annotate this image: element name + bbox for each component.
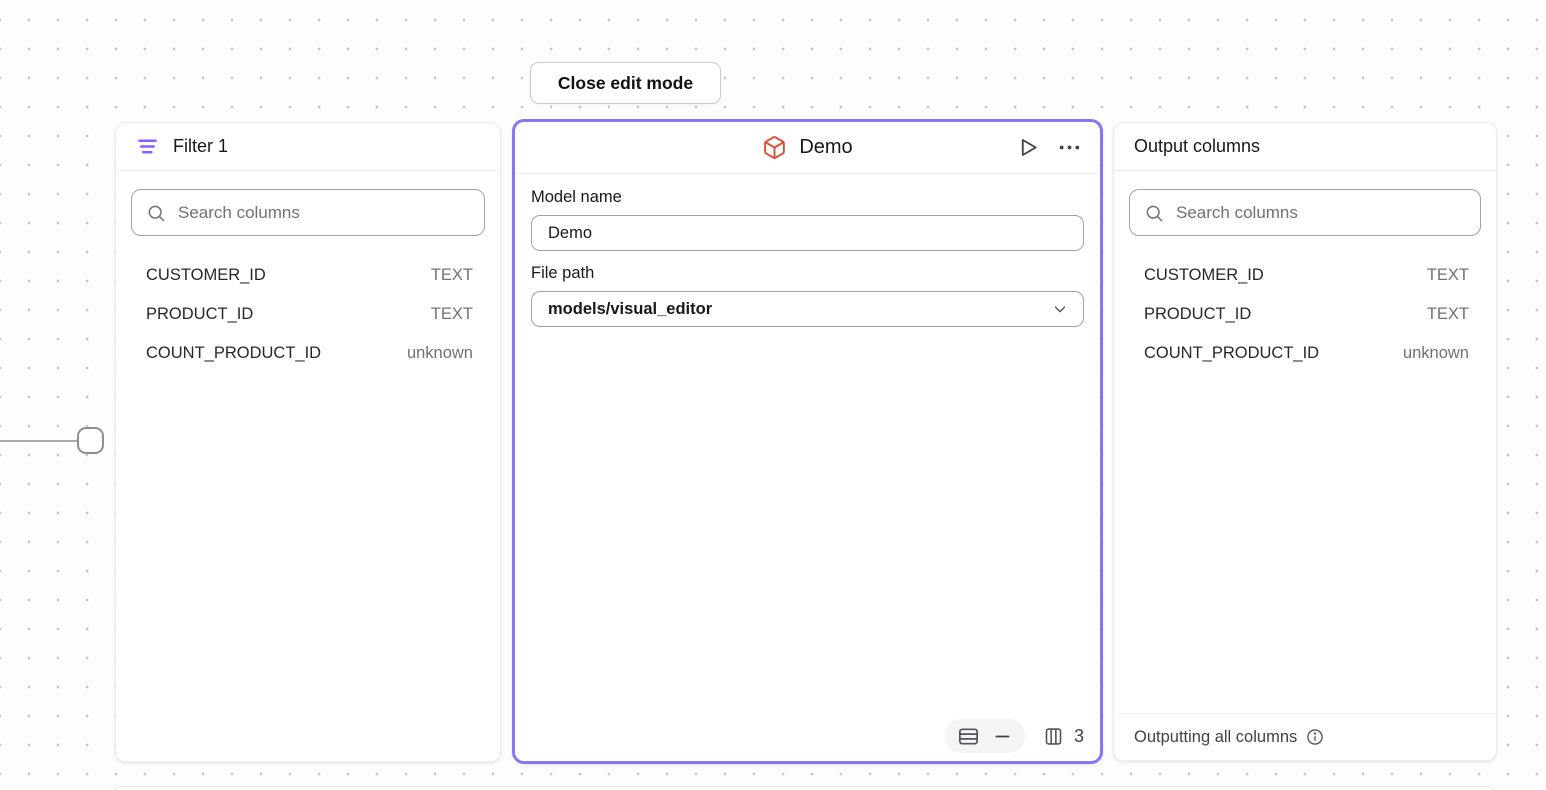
output-search-box[interactable] [1129, 189, 1481, 236]
output-footer-text: Outputting all columns [1134, 727, 1298, 746]
model-panel-footer: 3 [944, 719, 1084, 753]
column-row[interactable]: CUSTOMER_ID TEXT [116, 256, 500, 295]
model-name-input[interactable] [531, 215, 1084, 251]
chevron-down-icon [1051, 300, 1069, 318]
ellipsis-icon[interactable] [1057, 135, 1082, 160]
filter-column-list: CUSTOMER_ID TEXT PRODUCT_ID TEXT COUNT_P… [116, 256, 500, 373]
column-row[interactable]: PRODUCT_ID TEXT [116, 295, 500, 334]
column-type: unknown [1402, 344, 1469, 362]
filter-search-box[interactable] [131, 189, 485, 236]
model-panel-title: Demo [799, 136, 853, 158]
search-icon [146, 203, 166, 223]
results-panel-edge [112, 786, 1497, 790]
column-name: COUNT_PRODUCT_ID [146, 344, 322, 362]
filter-panel-title: Filter 1 [173, 136, 229, 156]
column-row[interactable]: PRODUCT_ID TEXT [1114, 295, 1496, 334]
search-icon [1144, 203, 1164, 223]
output-columns-panel[interactable]: Output columns CUSTOMER_ID TEXT PRODUCT_… [1113, 122, 1497, 761]
column-name: CUSTOMER_ID [1144, 266, 1264, 284]
file-path-value: models/visual_editor [548, 299, 713, 318]
output-column-list: CUSTOMER_ID TEXT PRODUCT_ID TEXT COUNT_P… [1114, 256, 1496, 373]
output-panel-footer: Outputting all columns [1114, 713, 1496, 760]
output-search-input[interactable] [1176, 202, 1466, 223]
column-type: TEXT [430, 266, 473, 284]
model-node-panel[interactable]: Demo Model name File path models/visual_… [512, 119, 1103, 764]
connector-edge [0, 440, 79, 442]
info-icon[interactable] [1305, 727, 1325, 747]
play-icon[interactable] [1016, 135, 1041, 160]
table-columns-icon [1043, 726, 1064, 747]
column-type: TEXT [1426, 266, 1469, 284]
cube-icon [762, 135, 787, 160]
output-panel-title: Output columns [1134, 136, 1261, 156]
column-name: PRODUCT_ID [1144, 305, 1252, 323]
table-rows-icon [957, 725, 980, 748]
column-row[interactable]: COUNT_PRODUCT_ID unknown [1114, 334, 1496, 373]
column-name: COUNT_PRODUCT_ID [1144, 344, 1320, 362]
filter-node-panel[interactable]: Filter 1 CUSTOMER_ID TEXT PRODUCT_ID TEX… [115, 122, 501, 762]
column-type: TEXT [1426, 305, 1469, 323]
file-path-label: File path [531, 264, 595, 282]
model-name-label: Model name [531, 188, 622, 206]
column-row[interactable]: COUNT_PRODUCT_ID unknown [116, 334, 500, 373]
row-count-indicator[interactable] [944, 719, 1025, 753]
minus-icon [992, 726, 1013, 747]
column-count-indicator[interactable]: 3 [1043, 726, 1084, 747]
file-path-select[interactable]: models/visual_editor [531, 291, 1084, 327]
column-row[interactable]: CUSTOMER_ID TEXT [1114, 256, 1496, 295]
column-type: unknown [406, 344, 473, 362]
filter-panel-header: Filter 1 [116, 123, 500, 171]
column-type: TEXT [430, 305, 473, 323]
filter-lines-icon [136, 135, 159, 158]
column-name: PRODUCT_ID [146, 305, 254, 323]
connector-handle[interactable] [77, 427, 104, 454]
close-edit-mode-button[interactable]: Close edit mode [530, 62, 721, 104]
output-panel-header: Output columns [1114, 123, 1496, 171]
filter-search-input[interactable] [178, 202, 470, 223]
model-panel-body: Model name File path models/visual_edito… [515, 174, 1100, 341]
column-name: CUSTOMER_ID [146, 266, 266, 284]
column-count-value: 3 [1073, 725, 1084, 746]
model-panel-header: Demo [515, 122, 1100, 174]
